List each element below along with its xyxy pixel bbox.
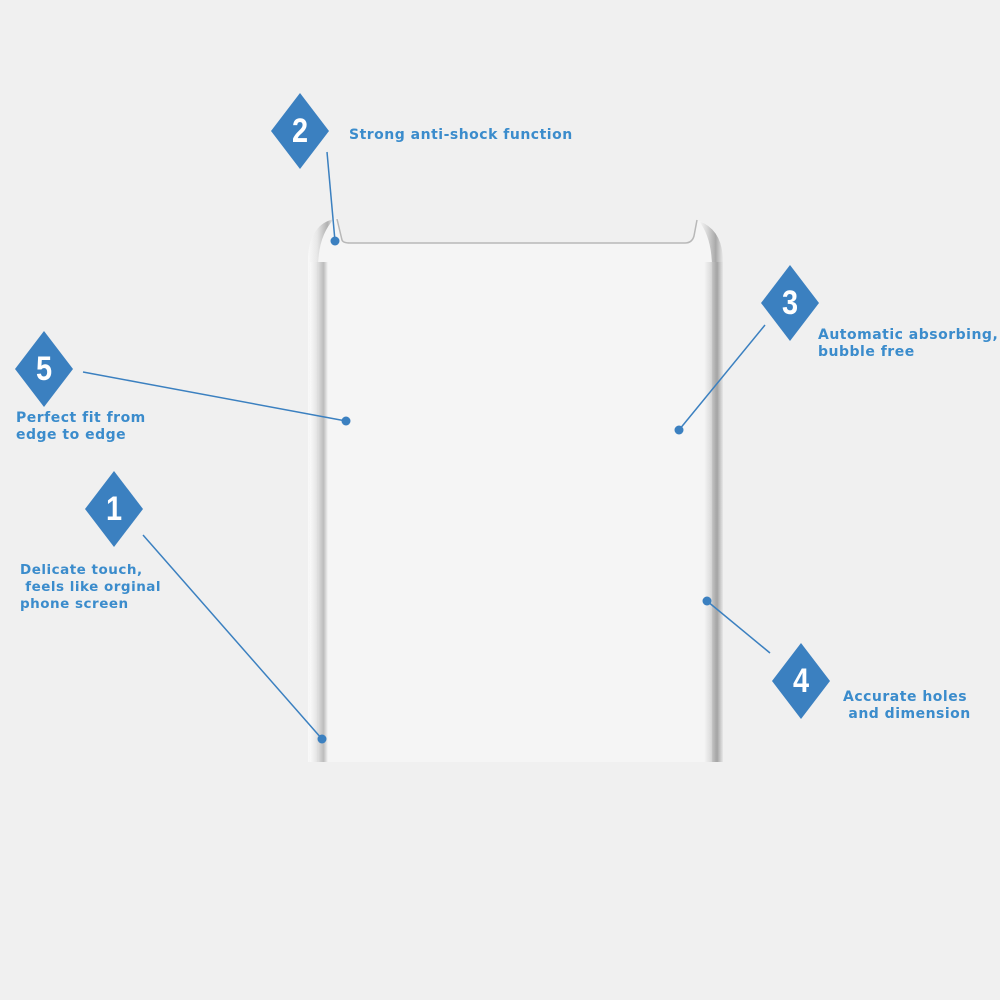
caption-line: phone screen [20,596,129,612]
callout-caption-4: Accurate holes and dimension [843,689,971,723]
callout-number-1: 1 [105,489,123,528]
protector-body [308,218,723,762]
leader-line-2 [326,151,336,242]
leader-dot-1 [317,734,327,744]
callout-number-4: 4 [792,661,810,700]
diamond-icon [85,471,143,547]
diamond-icon [271,93,329,169]
callout-caption-1: Delicate touch, feels like orginal phone… [20,562,161,613]
leader-dot-4 [702,596,712,606]
leader-line-4 [706,600,771,654]
caption-line: Strong anti-shock function [349,127,573,143]
callout-badge-1: 1 [85,471,143,547]
diamond-icon [761,265,819,341]
callout-number-5: 5 [35,349,53,388]
leader-dot-5 [341,416,351,426]
callout-number-3: 3 [781,283,799,322]
leader-line-5 [82,371,347,422]
caption-line: Automatic absorbing, [818,327,999,343]
callout-badge-2: 2 [271,93,329,169]
leader-line-1 [142,534,323,740]
callout-number-2: 2 [291,111,309,150]
caption-line: Delicate touch, [20,562,143,578]
protector-top-notch [336,218,698,244]
protector-left-edge-shadow [310,262,328,762]
leader-dot-2 [330,236,340,246]
callout-caption-3: Automatic absorbing, bubble free [818,327,998,361]
caption-line: Accurate holes [843,689,968,705]
leader-line-3 [678,324,766,431]
protector-right-edge-shadow [704,262,723,762]
callout-badge-3: 3 [761,265,819,341]
caption-line: edge to edge [16,427,127,443]
callout-badge-4: 4 [772,643,830,719]
leader-dot-3 [674,425,684,435]
callout-caption-5: Perfect fit from edge to edge [16,410,146,444]
diamond-icon [15,331,73,407]
caption-line: and dimension [843,706,971,722]
callout-caption-2: Strong anti-shock function [349,127,573,144]
caption-line: Perfect fit from [16,410,146,426]
callout-badge-5: 5 [15,331,73,407]
caption-line: bubble free [818,344,915,360]
diamond-icon [772,643,830,719]
caption-line: feels like orginal [20,579,162,595]
